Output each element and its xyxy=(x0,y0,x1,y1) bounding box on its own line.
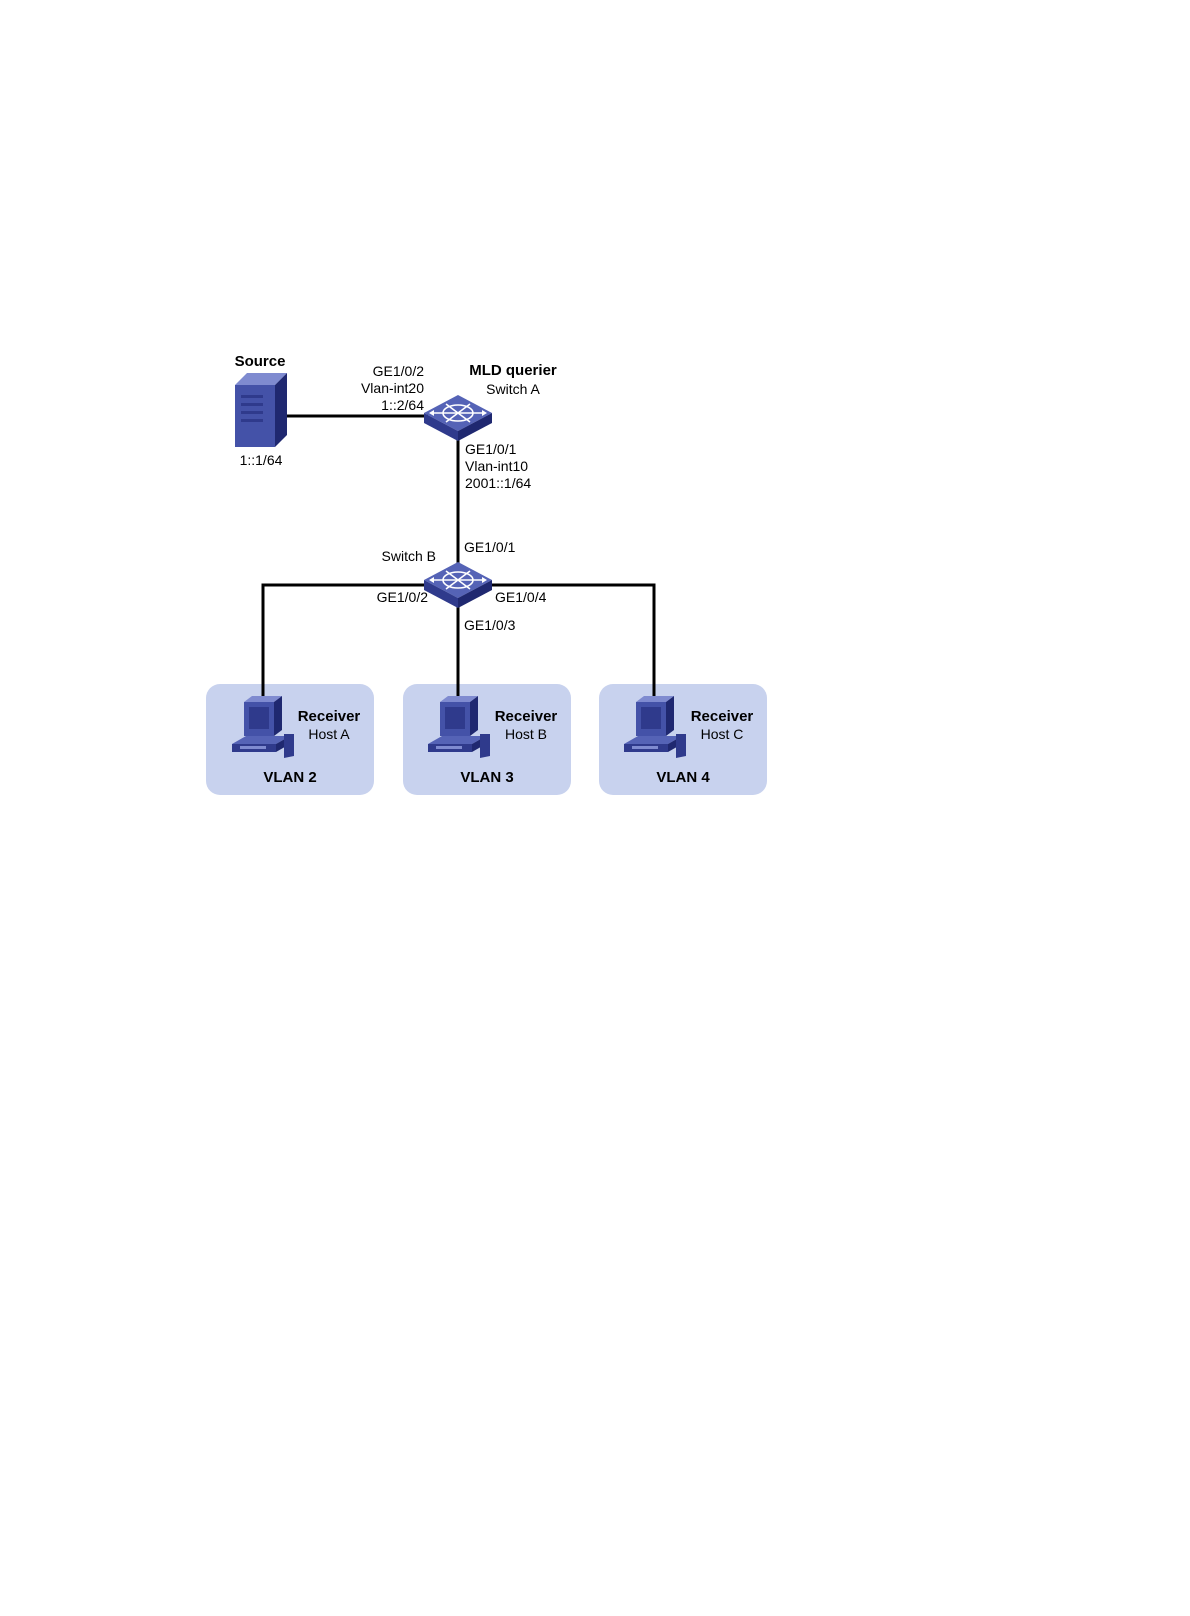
vlan-4-label: VLAN 4 xyxy=(656,769,710,786)
host-c-name: Host C xyxy=(701,726,744,742)
switch-a-interface-down: Vlan-int10 xyxy=(465,458,528,474)
switch-a-address-left: 1::2/64 xyxy=(381,397,424,413)
switch-b-name: Switch B xyxy=(382,548,436,564)
switch-a-name: Switch A xyxy=(486,381,540,397)
switch-a-port-left: GE1/0/2 xyxy=(373,363,425,379)
switch-a-port-down: GE1/0/1 xyxy=(465,441,517,457)
host-c-role: Receiver xyxy=(691,708,754,725)
switch-b-port-down: GE1/0/3 xyxy=(464,617,516,633)
server-icon xyxy=(235,373,287,447)
switch-b-port-left: GE1/0/2 xyxy=(377,589,429,605)
vlan-2-label: VLAN 2 xyxy=(263,769,316,786)
source-title: Source xyxy=(235,353,286,370)
host-b-name: Host B xyxy=(505,726,547,742)
host-a-name: Host A xyxy=(308,726,350,742)
vlan-3-label: VLAN 3 xyxy=(460,769,513,786)
switch-b-port-right: GE1/0/4 xyxy=(495,589,547,605)
source-address: 1::1/64 xyxy=(240,452,283,468)
switch-a-interface-left: Vlan-int20 xyxy=(361,380,424,396)
switch-a-icon xyxy=(424,395,492,441)
switch-b-icon xyxy=(424,562,492,608)
host-a-role: Receiver xyxy=(298,708,361,725)
switch-a-address-down: 2001::1/64 xyxy=(465,475,531,491)
host-b-role: Receiver xyxy=(495,708,558,725)
switch-a-role: MLD querier xyxy=(469,362,557,379)
switch-b-port-up: GE1/0/1 xyxy=(464,539,516,555)
